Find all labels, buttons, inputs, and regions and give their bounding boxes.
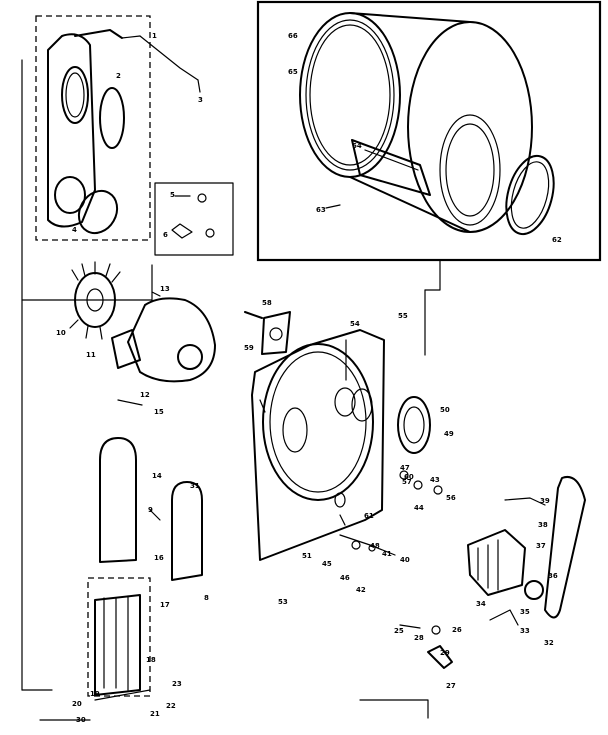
part-label-51: 51	[302, 552, 312, 560]
part-label-60: 60	[404, 473, 414, 481]
rear-bulkhead	[251, 329, 385, 561]
part-label-53: 53	[278, 598, 288, 606]
part-label-56: 56	[446, 494, 456, 502]
heater-group	[87, 577, 151, 701]
part-label-59: 59	[244, 344, 254, 352]
part-label-21: 21	[150, 710, 160, 718]
part-label-10: 10	[56, 329, 66, 337]
part-label-30: 30	[76, 716, 86, 724]
part-label-34: 34	[476, 600, 486, 608]
part-label-36: 36	[548, 572, 558, 580]
rear-bearing-group	[339, 396, 443, 556]
part-label-3: 3	[198, 96, 203, 104]
drum	[299, 12, 533, 233]
part-label-12: 12	[140, 391, 150, 399]
part-label-46: 46	[340, 574, 350, 582]
part-label-44: 44	[414, 504, 424, 512]
bracket-parts	[244, 311, 291, 355]
part-label-14: 14	[152, 472, 162, 480]
part-label-58: 58	[262, 299, 272, 307]
part-label-16: 16	[154, 554, 164, 562]
idler-hardware	[399, 624, 453, 669]
motor-assembly	[467, 476, 586, 626]
part-label-61: 61	[364, 512, 374, 520]
part-label-5: 5	[170, 191, 175, 199]
part-label-4: 4	[72, 226, 77, 234]
part-label-48: 48	[370, 542, 380, 550]
part-label-55: 55	[398, 312, 408, 320]
part-label-18: 18	[146, 656, 156, 664]
drum-inset	[256, 0, 602, 262]
part-label-31: 31	[190, 482, 200, 490]
part-label-25: 25	[394, 627, 404, 635]
part-label-50: 50	[440, 406, 450, 414]
part-label-26: 26	[452, 626, 462, 634]
part-label-1: 1	[152, 32, 157, 40]
part-label-65: 65	[288, 68, 298, 76]
part-label-22: 22	[166, 702, 176, 710]
part-label-19: 19	[90, 690, 100, 698]
part-label-8: 8	[204, 594, 209, 602]
part-label-27: 27	[446, 682, 456, 690]
part-label-47: 47	[400, 464, 410, 472]
part-label-64: 64	[352, 142, 362, 150]
part-label-2: 2	[116, 72, 121, 80]
front-duct-group	[35, 15, 201, 241]
part-labels: 1 2 3 4 5 6 8 9 10 11 12 13 14 15 16 17 …	[56, 32, 562, 724]
part-label-39: 39	[540, 497, 550, 505]
part-label-57: 57	[402, 478, 412, 486]
part-label-62: 62	[552, 236, 562, 244]
part-label-49: 49	[444, 430, 454, 438]
part-label-28: 28	[414, 634, 424, 642]
part-label-13: 13	[160, 285, 170, 293]
lint-duct	[99, 399, 203, 581]
part-label-43: 43	[430, 476, 440, 484]
part-label-33: 33	[520, 627, 530, 635]
connector-lines	[21, 59, 441, 721]
part-label-54: 54	[350, 320, 360, 328]
part-label-32: 32	[544, 639, 554, 647]
part-label-23: 23	[172, 680, 182, 688]
drum-front-seal	[505, 154, 555, 236]
small-parts-box	[154, 182, 234, 256]
part-label-63: 63	[316, 206, 326, 214]
part-label-37: 37	[536, 542, 546, 550]
part-label-41: 41	[382, 550, 392, 558]
part-label-40: 40	[400, 556, 410, 564]
part-label-9: 9	[148, 506, 153, 514]
part-label-42: 42	[356, 586, 366, 594]
blower-assembly	[69, 261, 216, 383]
part-label-38: 38	[538, 521, 548, 529]
part-label-35: 35	[520, 608, 530, 616]
part-label-20: 20	[72, 700, 82, 708]
part-label-45: 45	[322, 560, 332, 568]
part-label-66: 66	[288, 32, 298, 40]
part-label-29: 29	[440, 649, 450, 657]
part-label-6: 6	[163, 231, 168, 239]
part-label-15: 15	[154, 408, 164, 416]
part-label-17: 17	[160, 601, 170, 609]
part-label-11: 11	[86, 351, 96, 359]
